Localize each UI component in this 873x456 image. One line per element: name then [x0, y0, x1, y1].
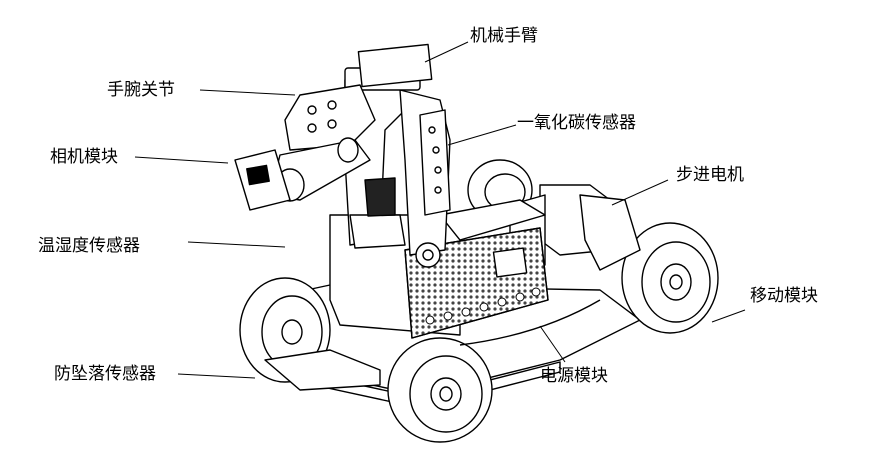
label-stepper: 步进电机 [676, 165, 744, 185]
label-camera: 相机模块 [50, 147, 118, 167]
temp-humidity-dark [364, 177, 396, 217]
label-temp-humidity: 温湿度传感器 [38, 236, 140, 256]
leader-temp [187, 241, 286, 248]
leader-power [539, 325, 566, 363]
wheel-front-right [621, 222, 719, 334]
wheel-front-left [387, 337, 493, 443]
mesh-panel-frame [404, 227, 549, 339]
leader-mobile [711, 309, 746, 323]
leader-stepper [611, 179, 669, 206]
leader-arm [424, 41, 469, 63]
label-mobile: 移动模块 [750, 286, 818, 306]
leader-wrist [199, 89, 296, 96]
co-sensor-plate [419, 109, 451, 216]
label-wrist: 手腕关节 [107, 80, 175, 100]
label-arm: 机械手臂 [470, 26, 538, 46]
body-top [439, 199, 546, 241]
chassis-curve [459, 299, 601, 346]
camera-lens [246, 164, 270, 186]
label-power: 电源模块 [540, 366, 608, 386]
motor-bracket [579, 194, 641, 271]
anti-fall-strip [264, 349, 381, 391]
leader-antifall [177, 373, 256, 379]
leader-camera [134, 156, 229, 164]
temp-humidity-box [349, 214, 406, 249]
leader-co [447, 124, 517, 146]
arm-top-block [357, 43, 433, 88]
panel-window [492, 247, 528, 278]
label-co-sensor: 一氧化碳传感器 [517, 113, 636, 133]
label-anti-fall: 防坠落传感器 [54, 364, 156, 384]
